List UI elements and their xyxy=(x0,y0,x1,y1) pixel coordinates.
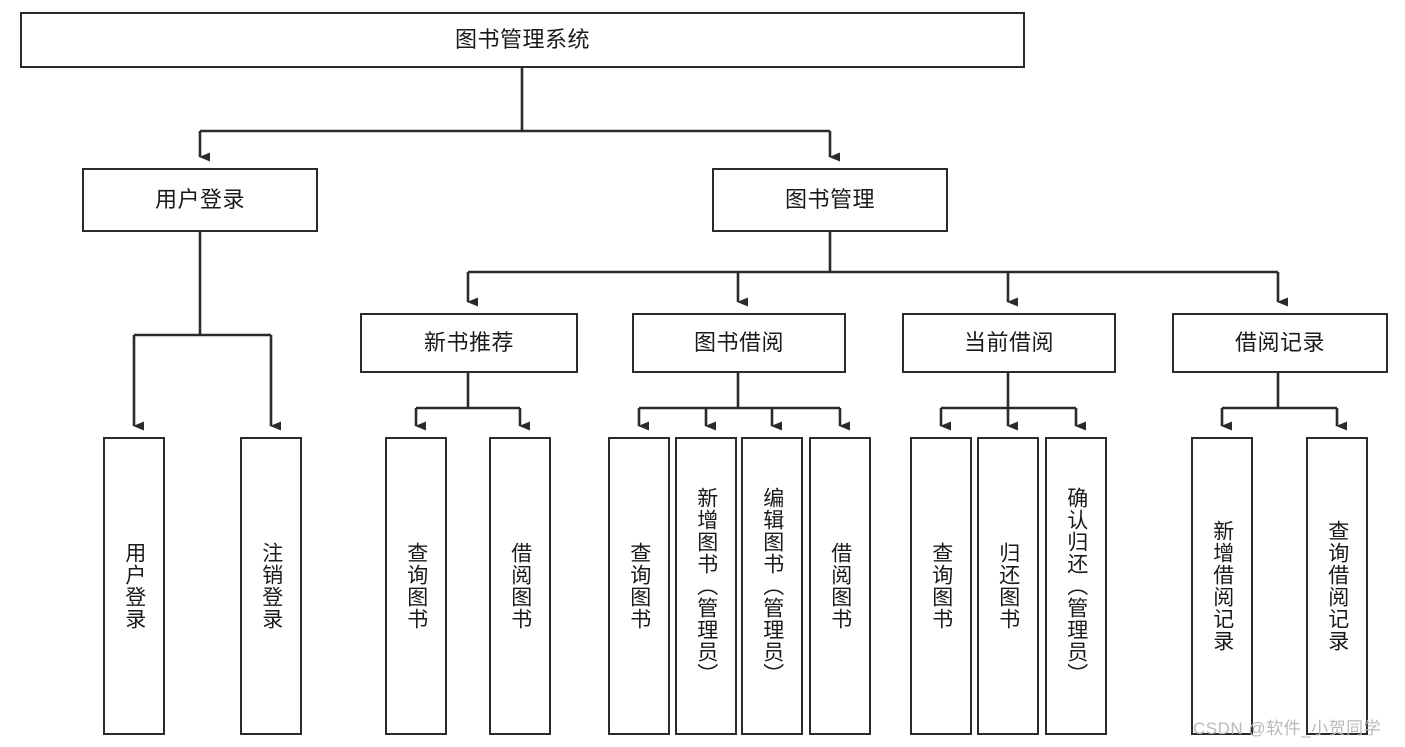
leaf-query-book-2[interactable]: 查询图书 xyxy=(608,437,670,735)
node-user-login[interactable]: 用户登录 xyxy=(82,168,318,232)
node-borrow-record-label: 借阅记录 xyxy=(1234,330,1325,356)
leaf-query-record[interactable]: 查询借阅记录 xyxy=(1306,437,1368,735)
node-book-manage-label: 图书管理 xyxy=(784,187,875,213)
leaf-user-login-label: 用户登录 xyxy=(122,542,146,630)
node-borrow-record[interactable]: 借阅记录 xyxy=(1172,313,1388,373)
leaf-query-book-1[interactable]: 查询图书 xyxy=(385,437,447,735)
leaf-borrow-book-2-label: 借阅图书 xyxy=(828,542,852,630)
node-book-borrow[interactable]: 图书借阅 xyxy=(632,313,846,373)
leaf-user-login[interactable]: 用户登录 xyxy=(103,437,165,735)
leaf-query-record-label: 查询借阅记录 xyxy=(1325,520,1349,652)
leaf-add-book-label: 新增图书（管理员） xyxy=(694,487,718,685)
leaf-edit-book-label: 编辑图书（管理员） xyxy=(760,487,784,685)
node-user-login-label: 用户登录 xyxy=(154,187,245,213)
csdn-watermark: CSDN @软件_小贺同学 xyxy=(1193,719,1382,738)
leaf-confirm-return[interactable]: 确认归还（管理员） xyxy=(1045,437,1107,735)
leaf-borrow-book-1-label: 借阅图书 xyxy=(508,542,532,630)
leaf-query-book-2-label: 查询图书 xyxy=(627,542,651,630)
leaf-confirm-return-label: 确认归还（管理员） xyxy=(1064,487,1088,685)
leaf-query-book-3-label: 查询图书 xyxy=(929,542,953,630)
node-current-borrow-label: 当前借阅 xyxy=(963,330,1054,356)
leaf-return-book[interactable]: 归还图书 xyxy=(977,437,1039,735)
leaf-query-book-3[interactable]: 查询图书 xyxy=(910,437,972,735)
leaf-add-record[interactable]: 新增借阅记录 xyxy=(1191,437,1253,735)
node-current-borrow[interactable]: 当前借阅 xyxy=(902,313,1116,373)
leaf-borrow-book-1[interactable]: 借阅图书 xyxy=(489,437,551,735)
node-root[interactable]: 图书管理系统 xyxy=(20,12,1025,68)
leaf-return-book-label: 归还图书 xyxy=(996,542,1020,630)
leaf-add-book[interactable]: 新增图书（管理员） xyxy=(675,437,737,735)
node-book-manage[interactable]: 图书管理 xyxy=(712,168,948,232)
node-new-book-recommend-label: 新书推荐 xyxy=(423,330,514,356)
leaf-edit-book[interactable]: 编辑图书（管理员） xyxy=(741,437,803,735)
node-book-borrow-label: 图书借阅 xyxy=(693,330,784,356)
leaf-user-logout-label: 注销登录 xyxy=(259,542,283,630)
node-root-label: 图书管理系统 xyxy=(454,27,590,53)
leaf-add-record-label: 新增借阅记录 xyxy=(1210,520,1234,652)
leaf-query-book-1-label: 查询图书 xyxy=(404,542,428,630)
leaf-borrow-book-2[interactable]: 借阅图书 xyxy=(809,437,871,735)
node-new-book-recommend[interactable]: 新书推荐 xyxy=(360,313,578,373)
leaf-user-logout[interactable]: 注销登录 xyxy=(240,437,302,735)
